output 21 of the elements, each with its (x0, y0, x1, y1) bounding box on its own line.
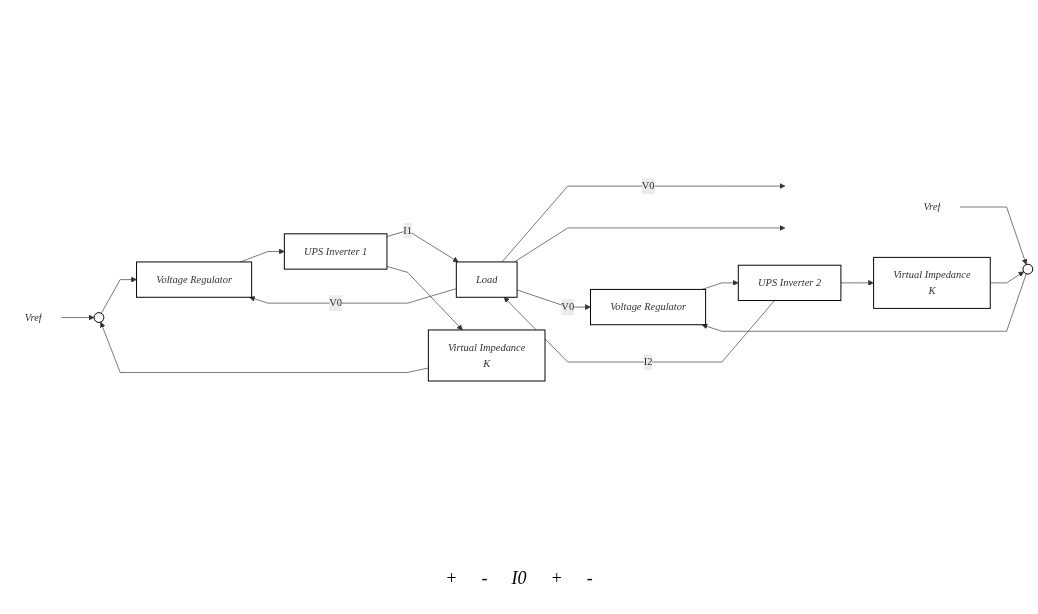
edge-label: V0 (561, 301, 575, 313)
signal-label: - (586, 568, 593, 589)
signal-label: + (445, 568, 458, 589)
node-text: Vref (24, 312, 42, 324)
node-box: UPS Inverter 1 (283, 233, 388, 271)
node-box: Voltage Regulator (136, 261, 253, 299)
signal-label: I0 (511, 568, 527, 589)
node-box: Load (455, 261, 518, 299)
edge-label: V0 (329, 297, 343, 309)
edge-label: V0 (641, 180, 655, 192)
node-box: UPS Inverter 2 (737, 265, 842, 302)
node-box: Virtual Impedance K (427, 329, 546, 382)
node-box: Voltage Regulator (590, 289, 707, 326)
node-circle (1022, 264, 1034, 275)
signal-label: + (550, 568, 563, 589)
node-box: Virtual Impedance K (873, 257, 991, 310)
node-circle (93, 312, 105, 324)
signal-label: - (481, 568, 488, 589)
edge-label: I1 (403, 225, 413, 237)
node-text: Vref (923, 201, 941, 213)
edge-label: I2 (643, 356, 653, 368)
